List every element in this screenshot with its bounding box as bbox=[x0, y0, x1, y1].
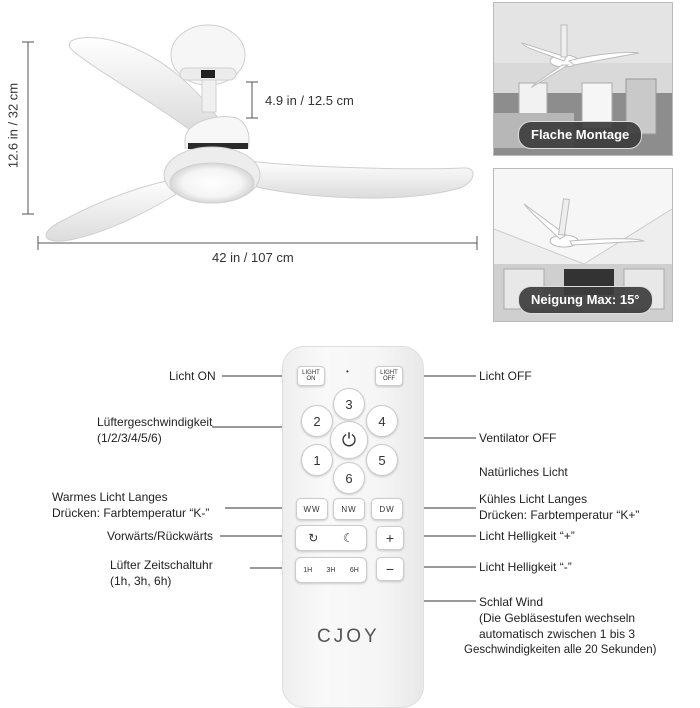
light-off-button[interactable]: LIGHT OFF bbox=[375, 366, 403, 386]
reverse-icon[interactable]: ↻ bbox=[308, 531, 319, 545]
speed-4-button[interactable]: 4 bbox=[366, 405, 398, 437]
brand-logo: CJOY bbox=[317, 626, 380, 647]
callout-sleep-wind-desc-1: (Die Gebläsestufen wechseln bbox=[479, 611, 636, 625]
direction-sleep-button[interactable]: ↻ ☾ bbox=[295, 525, 367, 551]
callout-fan-off: Ventilator OFF bbox=[479, 431, 557, 445]
callout-warm-light-2: Drücken: Farbtemperatur “K-” bbox=[52, 506, 210, 520]
flush-mount-label: Flache Montage bbox=[518, 121, 643, 149]
timer-button-group: 1H 3H 6H bbox=[295, 557, 367, 583]
callout-sleep-wind-title: Schlaf Wind bbox=[479, 595, 544, 609]
callout-cool-light-1: Kühles Licht Langes bbox=[479, 492, 588, 506]
callout-direction: Vorwärts/Rückwärts bbox=[107, 529, 214, 543]
brightness-plus-button[interactable]: + bbox=[376, 526, 404, 550]
speed-5-button[interactable]: 5 bbox=[366, 444, 398, 476]
callout-warm-light-1: Warmes Licht Langes bbox=[52, 490, 168, 504]
callout-sleep-wind-desc-2: automatisch zwischen 1 bis 3 bbox=[479, 627, 636, 641]
cool-light-button[interactable]: DW bbox=[371, 498, 403, 520]
indicator-dot: • bbox=[346, 367, 349, 376]
callout-brightness-minus: Licht Helligkeit “-” bbox=[479, 560, 572, 574]
fan-off-button[interactable]: ⏻ bbox=[330, 421, 368, 459]
callout-fan-speed-title: Lüftergeschwindigkeit bbox=[97, 415, 213, 429]
speed-1-button[interactable]: 1 bbox=[301, 444, 333, 476]
sleep-moon-icon[interactable]: ☾ bbox=[342, 531, 354, 545]
speed-6-button[interactable]: 6 bbox=[333, 462, 365, 494]
height-dimension-label: 12.6 in / 32 cm bbox=[5, 82, 21, 169]
callout-fan-speed-values: (1/2/3/4/5/6) bbox=[97, 431, 162, 445]
timer-1h-button[interactable]: 1H bbox=[303, 566, 313, 574]
photo-flush-mount: Flache Montage bbox=[493, 2, 673, 156]
callout-brightness-plus: Licht Helligkeit “+” bbox=[479, 529, 575, 543]
slope-mount-label: Neigung Max: 15° bbox=[518, 286, 653, 314]
width-dimension-label: 42 in / 107 cm bbox=[212, 250, 294, 265]
callout-sleep-wind-desc-3: Geschwindigkeiten alle 20 Sekunden) bbox=[464, 644, 657, 656]
fan-blade-front bbox=[45, 177, 186, 242]
callout-natural-light: Natürliches Licht bbox=[479, 465, 568, 479]
fan-blade-right bbox=[239, 159, 474, 199]
callout-timer-2: (1h, 3h, 6h) bbox=[110, 574, 172, 588]
fan-blade-left bbox=[69, 37, 226, 131]
callout-cool-light-2: Drücken: Farbtemperatur “K+” bbox=[479, 508, 640, 522]
timer-6h-button[interactable]: 6H bbox=[349, 566, 359, 574]
natural-light-button[interactable]: NW bbox=[333, 498, 365, 520]
speed-2-button[interactable]: 2 bbox=[301, 405, 333, 437]
callout-light-on: Licht ON bbox=[169, 369, 216, 383]
callout-light-off: Licht OFF bbox=[479, 369, 532, 383]
speed-3-button[interactable]: 3 bbox=[333, 388, 365, 420]
warm-light-button[interactable]: WW bbox=[296, 498, 328, 520]
timer-3h-button[interactable]: 3H bbox=[326, 566, 336, 574]
photo-slope-mount: Neigung Max: 15° bbox=[493, 168, 673, 322]
fan-illustration bbox=[22, 24, 478, 250]
brightness-minus-button[interactable]: − bbox=[376, 557, 404, 581]
callout-timer-1: Lüfter Zeitschaltuhr bbox=[110, 558, 213, 572]
downrod-dimension-label: 4.9 in / 12.5 cm bbox=[265, 93, 354, 108]
light-on-button[interactable]: LIGHT ON bbox=[297, 366, 325, 386]
